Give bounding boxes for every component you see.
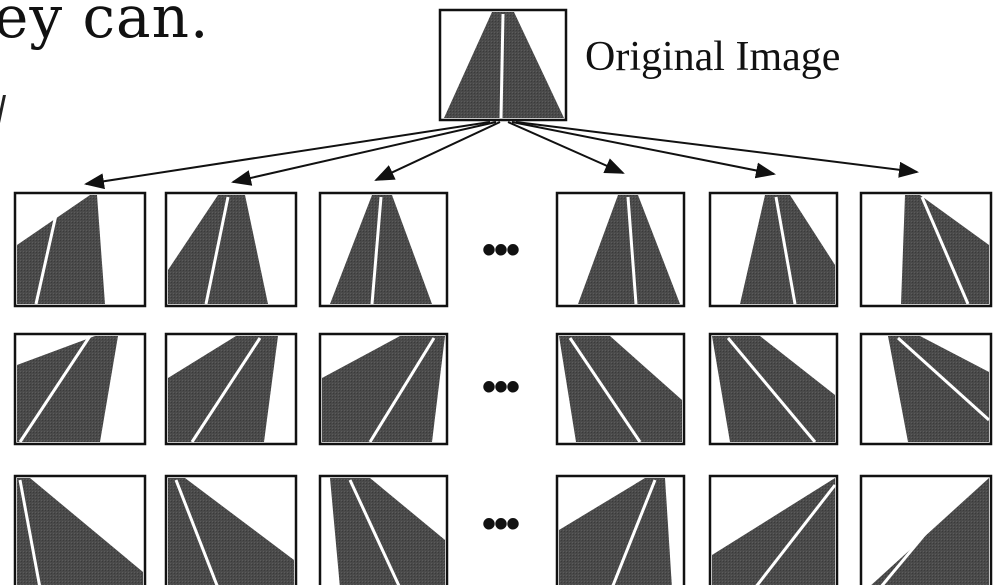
original-image-label: Original Image bbox=[585, 33, 840, 81]
variant-r1-c6 bbox=[861, 193, 991, 306]
row-1-ellipsis: ••• bbox=[465, 228, 535, 273]
arrows bbox=[86, 122, 917, 184]
variant-r3-c6 bbox=[861, 476, 991, 585]
variant-r2-c1 bbox=[15, 334, 145, 444]
arrow-to-col-2 bbox=[233, 122, 496, 182]
arrow-to-col-6 bbox=[516, 122, 917, 172]
original-image-thumbnail bbox=[440, 10, 566, 120]
original-center-line bbox=[501, 14, 503, 118]
row-2-ellipsis: ••• bbox=[465, 365, 535, 410]
variant-r1-c5 bbox=[710, 193, 837, 306]
variant-r2-c6 bbox=[861, 334, 991, 444]
variant-r3-c1 bbox=[15, 476, 145, 585]
variant-r1-c3 bbox=[320, 193, 447, 306]
variant-r1-c2 bbox=[166, 193, 296, 306]
arrow-to-col-1 bbox=[86, 122, 490, 184]
variant-r3-c5 bbox=[710, 476, 837, 585]
arrow-to-col-5 bbox=[512, 122, 774, 174]
variant-r1-c1 bbox=[15, 193, 145, 306]
arrow-to-col-4 bbox=[508, 122, 623, 173]
variant-r2-c3 bbox=[320, 334, 447, 444]
variant-r3-c3 bbox=[320, 476, 447, 585]
variant-r2-c5 bbox=[710, 334, 837, 444]
variant-r2-c2 bbox=[166, 334, 296, 444]
variant-r3-c2 bbox=[166, 476, 296, 585]
variant-r2-c4 bbox=[557, 334, 684, 444]
variant-r1-c4 bbox=[557, 193, 684, 306]
row-3-ellipsis: ••• bbox=[465, 502, 535, 547]
variant-r3-c4 bbox=[557, 476, 684, 585]
